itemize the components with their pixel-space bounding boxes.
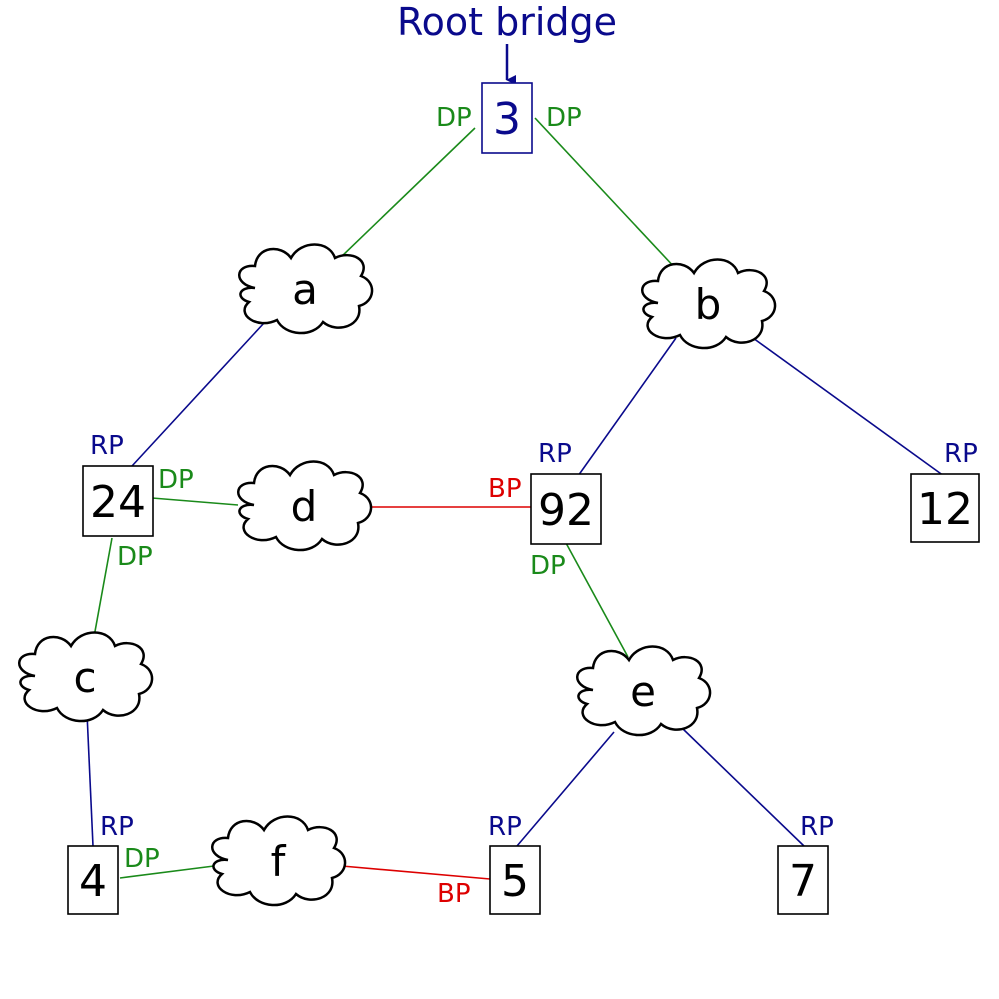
link-92-e [565,542,629,658]
bridge-5-box [489,845,541,915]
link-e-7 [681,727,805,847]
segment-e: e [575,645,712,737]
link-root-a [339,127,476,259]
bridge-root-id: 3 [493,94,521,145]
link-c-4 [86,712,94,847]
segment-b-label: b [695,280,722,329]
link-24-c [93,537,113,638]
segment-f: f [210,815,347,907]
bridge-12-id: 12 [917,484,973,535]
link-24-d [151,497,239,506]
link-b-12 [752,337,945,477]
bridge-4-id: 4 [79,856,107,907]
port-24-root: RP [90,431,124,461]
bridge-24-box [82,465,154,537]
bridge-12-box [910,473,980,543]
port-92-root: RP [538,439,572,469]
port-92-blocked: BP [488,474,522,504]
bridge-7-id: 7 [789,856,817,907]
link-root-b [534,117,678,271]
port-5-root: RP [488,812,522,842]
bridge-92-id: 92 [538,485,594,536]
port-24-c: DP [117,542,153,572]
link-b-92 [577,337,677,477]
segment-e-label: e [630,667,656,716]
bridge-5: 5 [489,845,541,915]
segment-a: a [237,243,374,335]
port-5-blocked: BP [437,879,471,909]
bridge-92: 92 [530,473,602,545]
root-bridge-title: Root bridge [397,0,617,44]
port-4-root: RP [100,812,134,842]
bridge-24: 24 [82,465,154,537]
bridge-92-box [530,473,602,545]
segment-f-label: f [271,837,287,886]
segment-b: b [640,258,777,350]
segment-c-label: c [73,653,96,702]
bridge-12: 12 [910,473,980,543]
segment-d-label: d [291,482,318,531]
bridge-4: 4 [67,845,119,915]
port-12-root: RP [944,439,978,469]
port-root-right: DP [546,103,582,133]
segment-d: d [236,460,373,552]
link-4-f [119,865,215,879]
bridge-root-box [481,82,533,154]
segment-a-label: a [292,265,318,314]
link-e-5 [516,731,615,847]
bridge-7: 7 [777,845,829,915]
bridge-4-box [67,845,119,915]
bridge-24-id: 24 [90,477,146,528]
link-f-5 [341,865,491,880]
bridge-5-id: 5 [501,856,529,907]
port-92-e: DP [530,551,566,581]
link-a-24 [131,322,265,467]
segment-c: c [17,631,154,723]
bridge-7-box [777,845,829,915]
port-4-f: DP [124,844,160,874]
port-24-d: DP [158,465,194,495]
bridge-root: 3 [481,82,533,154]
port-7-root: RP [800,812,834,842]
port-root-left: DP [436,103,472,133]
